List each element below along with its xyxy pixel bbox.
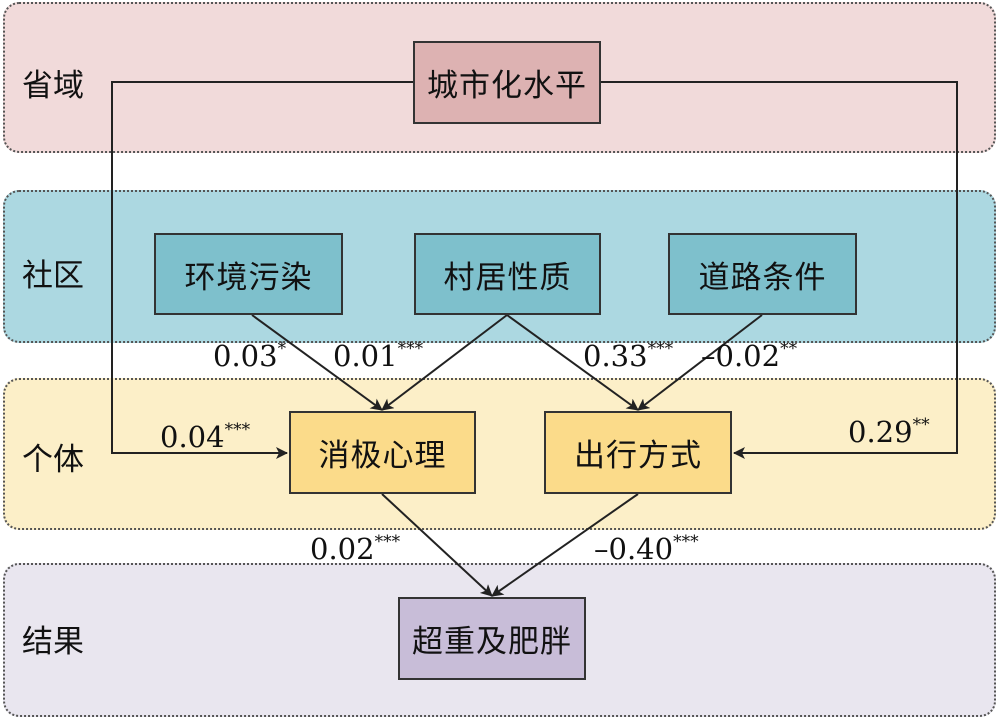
- arrow-road-to-travel: [637, 314, 763, 411]
- coef-village-to-travel: 0.33***: [583, 339, 674, 373]
- coef-negative-to-obesity: 0.02***: [310, 532, 401, 566]
- urbanization-level-node: 城市化水平: [413, 41, 601, 124]
- outcome-level-label: 结果: [22, 624, 84, 660]
- arrow-village-to-negative: [381, 314, 508, 411]
- province-level-label: 省域: [22, 68, 84, 104]
- negative-psychology-node: 消极心理: [289, 411, 476, 494]
- coef-village-to-negative: 0.01***: [333, 339, 424, 373]
- community-level-label: 社区: [22, 258, 84, 294]
- environment-pollution-node: 环境污染: [154, 233, 343, 315]
- village-type-node: 村居性质: [414, 233, 601, 315]
- arrow-urban-to-travel: [601, 81, 958, 459]
- coef-urban-to-travel: 0.29**: [848, 415, 930, 449]
- coef-env-to-negative: 0.03*: [213, 339, 287, 373]
- coef-travel-to-obesity: –0.40***: [594, 532, 699, 566]
- coef-road-to-travel: –0.02**: [701, 339, 798, 373]
- coef-urban-to-negative: 0.04***: [160, 420, 251, 454]
- arrow-negative-to-obesity: [381, 493, 493, 597]
- arrow-travel-to-obesity: [491, 493, 639, 597]
- road-condition-node: 道路条件: [668, 233, 857, 315]
- travel-mode-node: 出行方式: [544, 411, 732, 494]
- arrow-urban-to-negative: [111, 81, 413, 459]
- individual-level-label: 个体: [22, 442, 84, 478]
- arrow-village-to-travel: [506, 314, 639, 411]
- overweight-obesity-node: 超重及肥胖: [398, 597, 586, 680]
- arrow-env-to-negative: [251, 314, 383, 411]
